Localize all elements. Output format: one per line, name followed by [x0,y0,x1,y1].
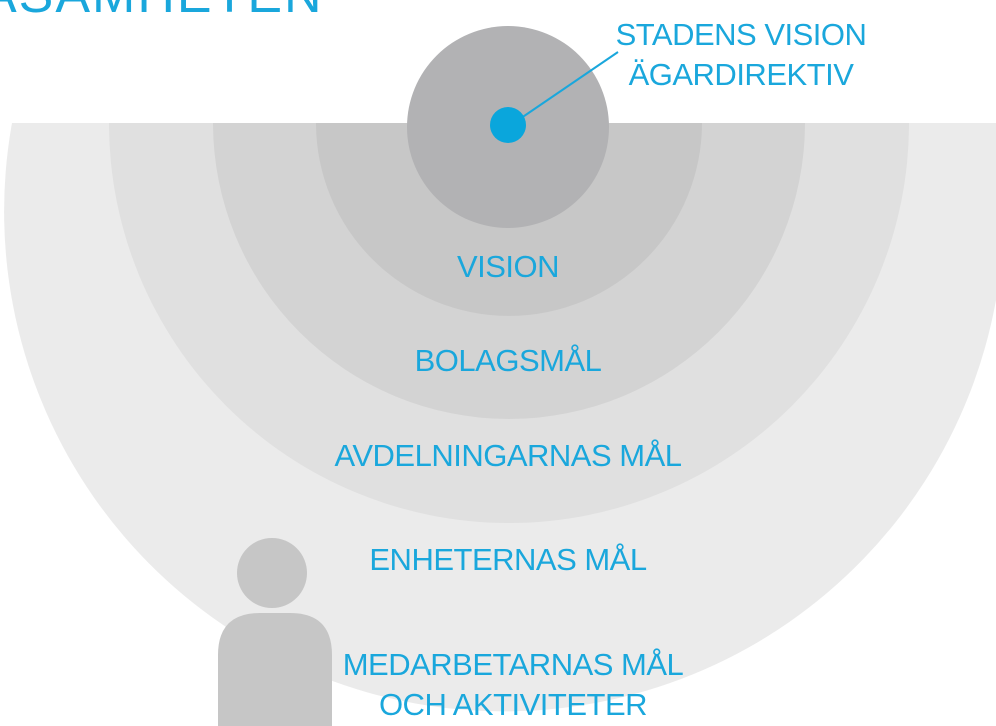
callout-line [507,51,619,128]
callout-line1: STADENS VISION [616,17,867,52]
person-icon [218,538,332,726]
label-bolagsmal: BOLAGSMÅL [415,343,602,378]
person-body [218,613,332,726]
label-vision: VISION [457,249,559,284]
label-avdelningarnas: AVDELNINGARNAS MÅL [334,438,681,473]
vision-dot [490,107,526,143]
label-medarbetarnas-line2: OCH AKTIVITETER [379,687,647,722]
page-heading: ASAMHETEN [0,0,324,24]
label-enheternas: ENHETERNAS MÅL [369,542,646,577]
person-head [237,538,307,608]
label-medarbetarnas-line1: MEDARBETARNAS MÅL [343,647,684,682]
callout-line2: ÄGARDIREKTIV [629,57,855,92]
